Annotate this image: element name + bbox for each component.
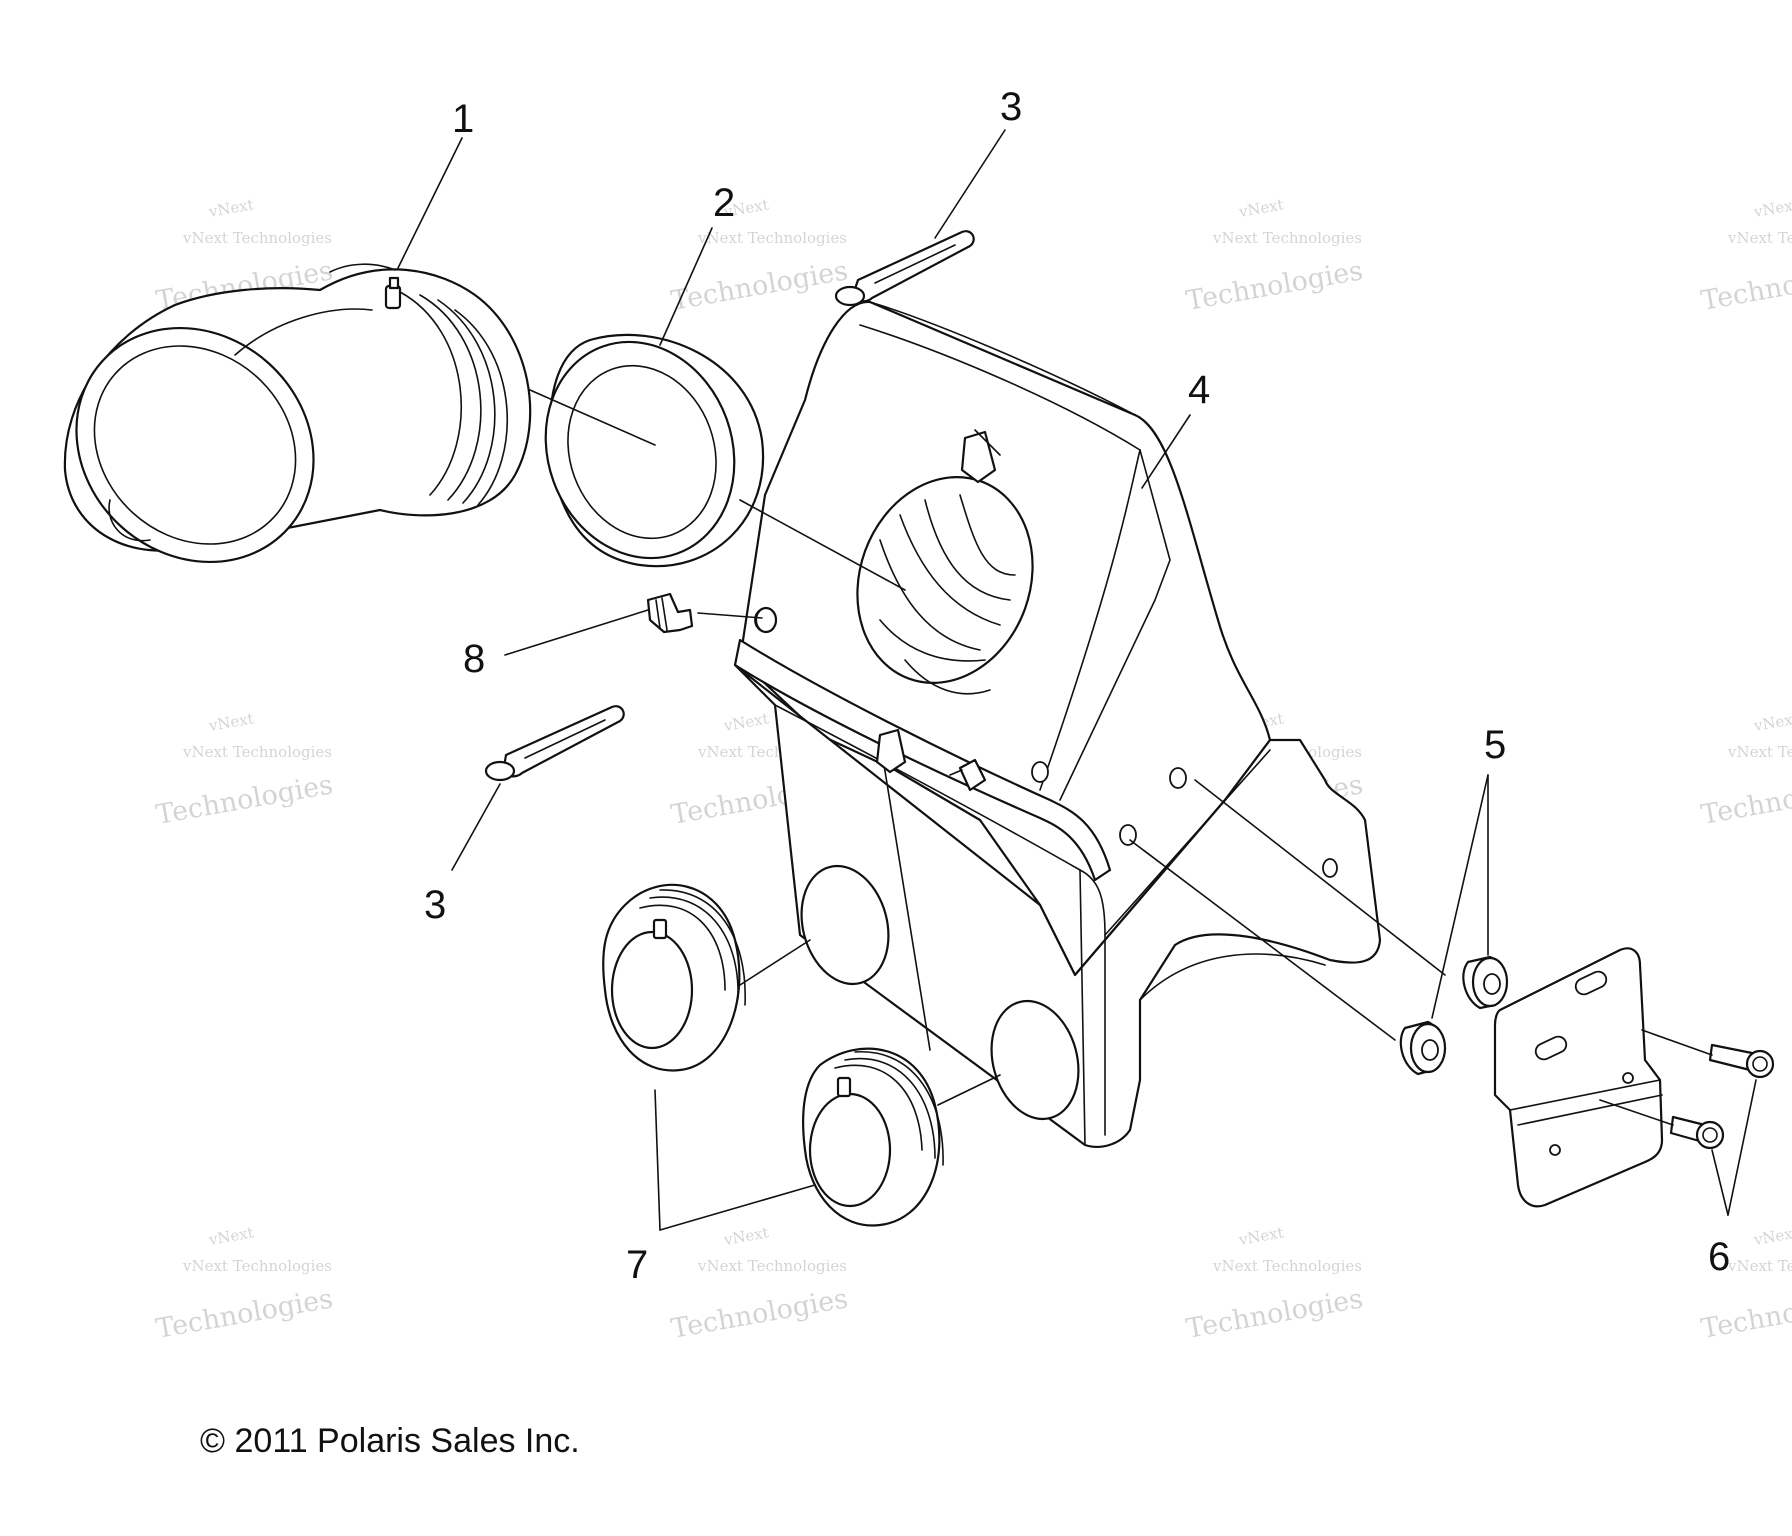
callout-6: 6: [1708, 1235, 1730, 1279]
watermark-tile: vNext vNext Technologies Technologies: [669, 1223, 850, 1344]
part-7-boot-upper: [602, 883, 746, 1072]
watermark-tile: vNext vNext Technologies Technologies: [1699, 195, 1792, 316]
svg-text:vNext: vNext: [1752, 709, 1792, 735]
svg-text:Technologies: Technologies: [154, 1283, 335, 1345]
part-1-intake-duct: [63, 263, 532, 564]
svg-text:Technologies: Technologies: [1699, 1283, 1792, 1345]
svg-text:vNext: vNext: [207, 195, 255, 221]
callout-labels: 1 2 3 3 4 5 6 7 8: [424, 85, 1730, 1287]
callout-3-bottom: 3: [424, 883, 446, 927]
mounting-bracket: [1493, 947, 1664, 1208]
copyright-notice: © 2011 Polaris Sales Inc.: [200, 1422, 580, 1460]
callout-3-top: 3: [1000, 85, 1022, 129]
svg-text:vNext Technologies: vNext Technologies: [1212, 1257, 1362, 1275]
svg-text:vNext: vNext: [207, 709, 255, 735]
svg-text:Technologies: Technologies: [1699, 255, 1792, 317]
svg-text:Technologies: Technologies: [1699, 769, 1792, 831]
callout-4: 4: [1188, 368, 1210, 412]
svg-text:Technologies: Technologies: [1184, 255, 1365, 317]
svg-text:vNext: vNext: [1752, 1223, 1792, 1249]
watermark-tile: vNext vNext Technologies Technologies: [154, 709, 335, 830]
svg-text:vNext Technologies: vNext Technologies: [697, 1257, 847, 1275]
svg-text:vNext Technologies: vNext Technologies: [182, 1257, 332, 1275]
svg-text:vNext: vNext: [207, 1223, 255, 1249]
leader-lines: [397, 129, 1757, 1231]
callout-8: 8: [463, 637, 485, 681]
svg-text:vNext Technologies: vNext Technologies: [697, 229, 847, 247]
part-5-grommet-upper: [1462, 955, 1509, 1010]
svg-text:vNext Technologies: vNext Technologies: [182, 743, 332, 761]
part-5-grommet-lower: [1399, 1020, 1447, 1076]
part-8-breather-fitting: [646, 592, 778, 634]
svg-text:Technologies: Technologies: [1184, 1283, 1365, 1345]
callout-2: 2: [713, 181, 735, 225]
part-6-screw-upper: [1708, 1043, 1775, 1079]
part-7-boot-lower: [802, 1047, 944, 1227]
svg-text:vNext: vNext: [1237, 195, 1285, 221]
watermark-tile: vNext vNext Technologies Technologies: [1699, 709, 1792, 830]
part-2-filter-element: [544, 333, 765, 568]
watermark-tile: vNext vNext Technologies Technologies: [669, 195, 850, 316]
watermark-tile: vNext vNext Technologies Technologies: [1184, 1223, 1365, 1344]
callout-1: 1: [452, 97, 474, 141]
svg-text:vNext: vNext: [722, 1223, 770, 1249]
svg-text:vNext Technologies: vNext Technologies: [1727, 743, 1792, 761]
part-6-screw-lower: [1669, 1115, 1725, 1150]
part-3-strap-bottom: [484, 705, 625, 782]
svg-text:vNext: vNext: [722, 709, 770, 735]
svg-text:vNext: vNext: [1752, 195, 1792, 221]
callout-7: 7: [626, 1243, 648, 1287]
callout-5: 5: [1484, 723, 1506, 767]
svg-text:Technologies: Technologies: [154, 769, 335, 831]
part-3-strap-top: [834, 230, 975, 307]
svg-text:vNext Technologies: vNext Technologies: [1727, 229, 1792, 247]
watermark-tile: vNext vNext Technologies Technologies: [1184, 195, 1365, 316]
svg-text:vNext Technologies: vNext Technologies: [1212, 229, 1362, 247]
part-4-airbox-housing: [733, 300, 1382, 1148]
svg-text:Technologies: Technologies: [669, 1283, 850, 1345]
svg-text:vNext Technologies: vNext Technologies: [182, 229, 332, 247]
svg-text:vNext: vNext: [1237, 1223, 1285, 1249]
watermark-tile: vNext vNext Technologies Technologies: [154, 1223, 335, 1344]
svg-text:vNext Technologies: vNext Technologies: [1727, 1257, 1792, 1275]
